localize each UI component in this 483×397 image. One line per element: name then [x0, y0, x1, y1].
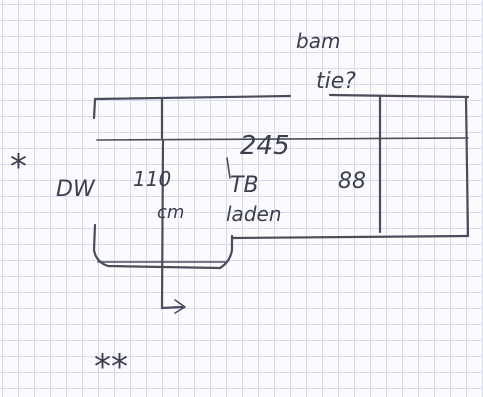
label-110: 110	[133, 167, 171, 191]
label-cm: cm	[157, 202, 184, 223]
total-length-dimension: 245	[240, 131, 290, 161]
axis-line	[160, 138, 184, 310]
label-88: 88	[338, 169, 366, 194]
label-dw: DW	[56, 177, 96, 202]
question-note-line2: tie?	[316, 69, 356, 94]
label-tb: TB	[230, 173, 259, 198]
arrow-head	[174, 299, 186, 314]
question-note-line1: bam	[296, 29, 340, 53]
asterisk-marker: *	[10, 147, 27, 187]
cabinet-left-edge	[92, 98, 97, 252]
cabinet-top-edge	[93, 93, 470, 101]
double-asterisk-marker: **	[94, 347, 128, 387]
cabinet-right-edge	[464, 95, 470, 238]
label-laden: laden	[226, 202, 282, 226]
cabinet-bottom-edge	[230, 234, 470, 240]
lower-unit-outline	[92, 234, 234, 270]
cabinet-inner-top-edge	[96, 137, 469, 141]
dimension-tick	[226, 157, 231, 179]
